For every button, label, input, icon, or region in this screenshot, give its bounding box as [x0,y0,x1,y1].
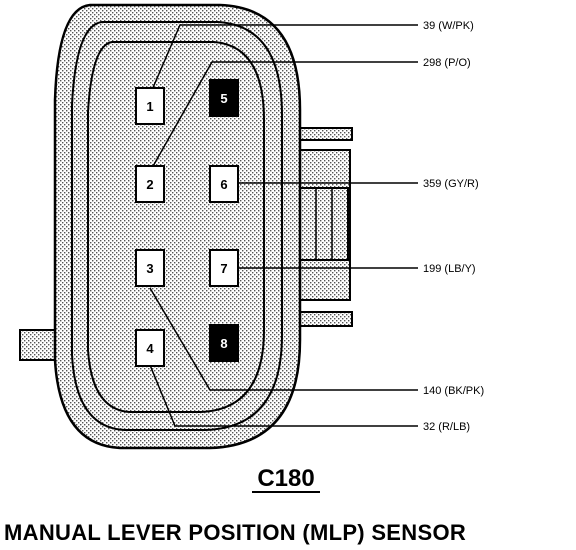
diagram-title: MANUAL LEVER POSITION (MLP) SENSOR [4,520,466,545]
connector-housing [19,3,353,450]
pin-7-cavity [209,249,239,287]
pin-5-cavity [209,79,239,117]
wire-label-298: 298 (P/O) [423,57,471,69]
wire-label-39: 39 (W/PK) [423,20,474,32]
pin-3-cavity [135,249,165,287]
trace-32 [149,364,418,427]
wire-label-32: 32 (R/LB) [423,421,470,433]
pin-8-label: 8 [220,336,227,351]
trace-298 [151,61,418,169]
pin-2-label: 2 [146,177,153,192]
wire-label-199: 199 (LB/Y) [423,263,476,275]
pin-1-cavity [135,87,165,125]
pin-5-label: 5 [220,91,227,106]
wire-label-359: 359 (GY/R) [423,178,479,190]
connector-id: C180 [257,465,314,492]
pin-4-label: 4 [146,341,154,356]
pin-3-label: 3 [146,261,153,276]
trace-39 [151,24,418,91]
pin-group: 1 2 3 4 5 6 7 8 [135,79,239,367]
wire-traces [149,24,418,427]
pin-8-cavity [209,324,239,362]
wire-label-140: 140 (BK/PK) [423,385,484,397]
pin-7-label: 7 [220,261,227,276]
wire-labels: 39 (W/PK) 298 (P/O) 359 (GY/R) 199 (LB/Y… [423,20,484,433]
pin-1-label: 1 [146,99,153,114]
pin-6-label: 6 [220,177,227,192]
pin-4-cavity [135,329,165,367]
trace-140 [149,287,418,391]
pin-2-cavity [135,165,165,203]
pin-6-cavity [209,165,239,203]
